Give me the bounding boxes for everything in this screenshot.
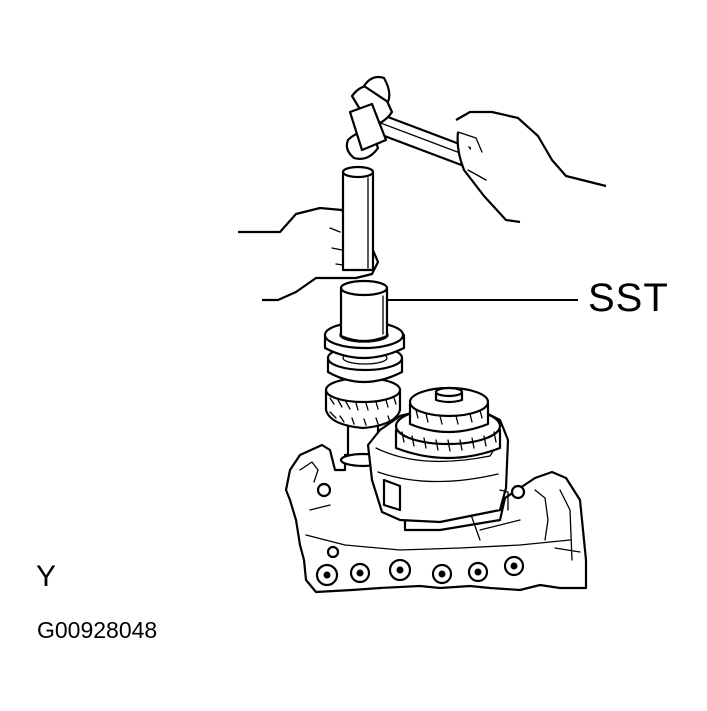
punch-bar	[341, 165, 375, 272]
sst-callout-label: SST	[588, 276, 669, 320]
sst-collar	[339, 279, 389, 343]
transmission-case	[284, 443, 588, 594]
view-letter-label: Y	[36, 560, 57, 593]
figure-id-label: G00928048	[37, 617, 158, 643]
right-hand	[455, 110, 607, 224]
hammer	[345, 75, 472, 168]
shift-gear-assembly	[366, 386, 510, 524]
